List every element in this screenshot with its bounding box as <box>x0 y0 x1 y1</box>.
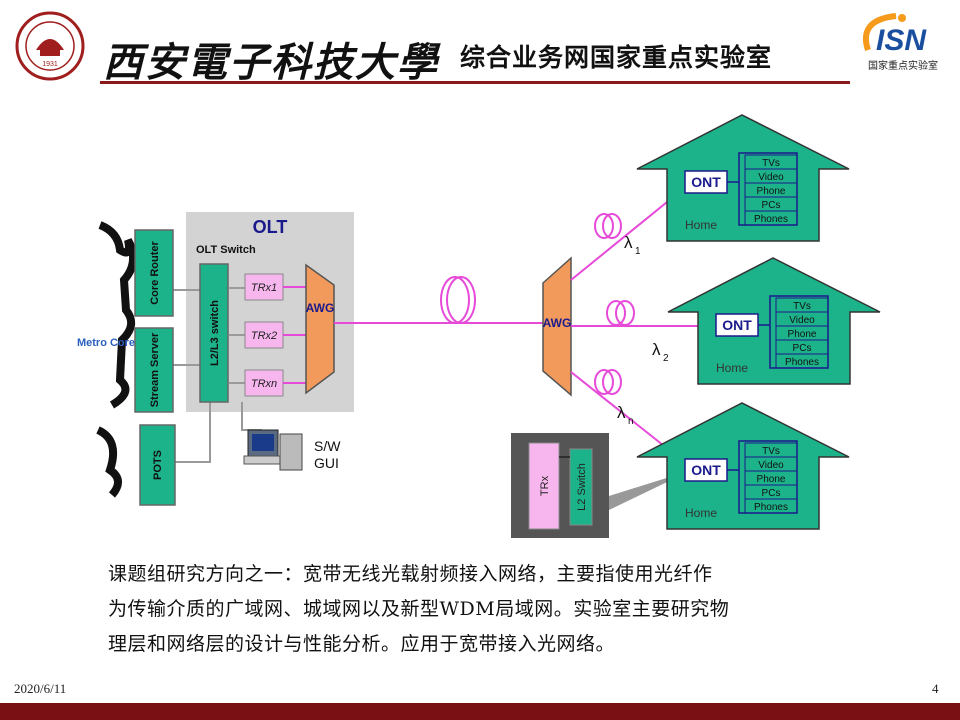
house-shape <box>636 402 850 530</box>
olt-awg-label: AWG <box>306 301 335 315</box>
home-label: Home <box>685 218 717 232</box>
trxn-label: TRxn <box>251 378 277 390</box>
svg-text:ISN: ISN <box>876 24 927 57</box>
lab-title: 综合业务网国家重点实验室 <box>460 43 773 72</box>
trx2-box <box>244 321 284 349</box>
caption-line-3: 理层和网络层的设计与性能分析。应用于宽带接入光网络。 <box>108 633 616 655</box>
pots-label: POTS <box>152 450 164 480</box>
l2l3-switch-label: L2/L3 switch <box>209 300 221 366</box>
core-router-label: Core Router <box>149 241 161 305</box>
page-number: 4 <box>932 681 939 696</box>
caption-line-2: 为传输介质的广域网、城域网以及新型WDM局域网。实验室主要研究物 <box>108 598 730 620</box>
fiber-coil <box>440 276 470 324</box>
ont-label: ONT <box>691 174 721 190</box>
footer-date: 2020/6/11 <box>14 681 67 696</box>
isn-subtitle: 国家重点实验室 <box>868 61 938 72</box>
pots-box <box>139 424 176 506</box>
ont-label: ONT <box>691 462 721 478</box>
lambda-n-label: λ <box>617 403 626 422</box>
service-label: Phone <box>757 186 786 197</box>
house-shape <box>636 114 850 242</box>
ont-detail-switch <box>569 448 593 526</box>
ont-detail-panel <box>511 433 609 538</box>
isn-logo: ISN <box>863 13 927 57</box>
trx2-label: TRx2 <box>251 330 277 342</box>
lambda-2-sub: 2 <box>663 353 669 364</box>
trx1-box <box>244 273 284 301</box>
metro-core-edge <box>96 221 138 498</box>
stream-server-box <box>134 327 174 413</box>
university-name: 西安電子科技大學 <box>103 39 439 86</box>
service-label: Phone <box>757 474 786 485</box>
network-diagram: Metro Core OLT OLT Switch Core Router St… <box>77 114 881 538</box>
service-label: Video <box>758 172 784 183</box>
svg-text:1931: 1931 <box>42 61 58 68</box>
service-label: PCs <box>793 343 812 354</box>
ont-detail-trx-label: TRx <box>539 475 551 496</box>
service-cell <box>744 498 798 514</box>
university-seal: 1931 <box>15 11 85 81</box>
metro-core-label-1: Metro Core <box>77 337 135 349</box>
service-label: PCs <box>762 200 781 211</box>
service-label: TVs <box>762 158 780 169</box>
service-label: TVs <box>762 446 780 457</box>
house-shape <box>667 257 881 385</box>
lambda-1-label: λ <box>624 233 633 252</box>
service-label: Phones <box>785 357 819 368</box>
service-label: Video <box>789 315 815 326</box>
lambda-n-sub: n <box>628 416 634 427</box>
gui-label: GUI <box>314 455 339 471</box>
ont-detail-switch-label: L2 Switch <box>576 463 588 511</box>
service-label: Phones <box>754 214 788 225</box>
caption-line-1: 课题组研究方向之一：宽带无线光载射频接入网络，主要指使用光纤作 <box>108 563 713 585</box>
l2l3-switch-box <box>199 263 229 403</box>
computer-icon <box>243 429 303 471</box>
service-label: Video <box>758 460 784 471</box>
home-label: Home <box>685 506 717 520</box>
olt-switch-label: OLT Switch <box>196 244 256 256</box>
ont-detail-trx <box>528 442 560 530</box>
trxn-box <box>244 369 284 397</box>
olt-awg <box>305 263 335 395</box>
stream-server-label: Stream Server <box>149 332 161 407</box>
footer-bar <box>0 703 960 720</box>
service-cell <box>775 353 829 369</box>
sw-label: S/W <box>314 438 341 454</box>
service-label: TVs <box>793 301 811 312</box>
home-label: Home <box>716 361 748 375</box>
service-label: PCs <box>762 488 781 499</box>
trx1-label: TRx1 <box>251 282 277 294</box>
service-label: Phone <box>788 329 817 340</box>
header-divider <box>100 81 850 84</box>
lambda-2-label: λ <box>652 340 661 359</box>
remote-awg <box>542 256 572 397</box>
service-cell <box>744 210 798 226</box>
olt-title: OLT <box>253 217 288 237</box>
core-router-box <box>134 229 174 317</box>
lambda-1-sub: 1 <box>635 246 641 257</box>
service-label: Phones <box>754 502 788 513</box>
remote-awg-label: AWG <box>543 316 572 330</box>
ont-label: ONT <box>722 317 752 333</box>
